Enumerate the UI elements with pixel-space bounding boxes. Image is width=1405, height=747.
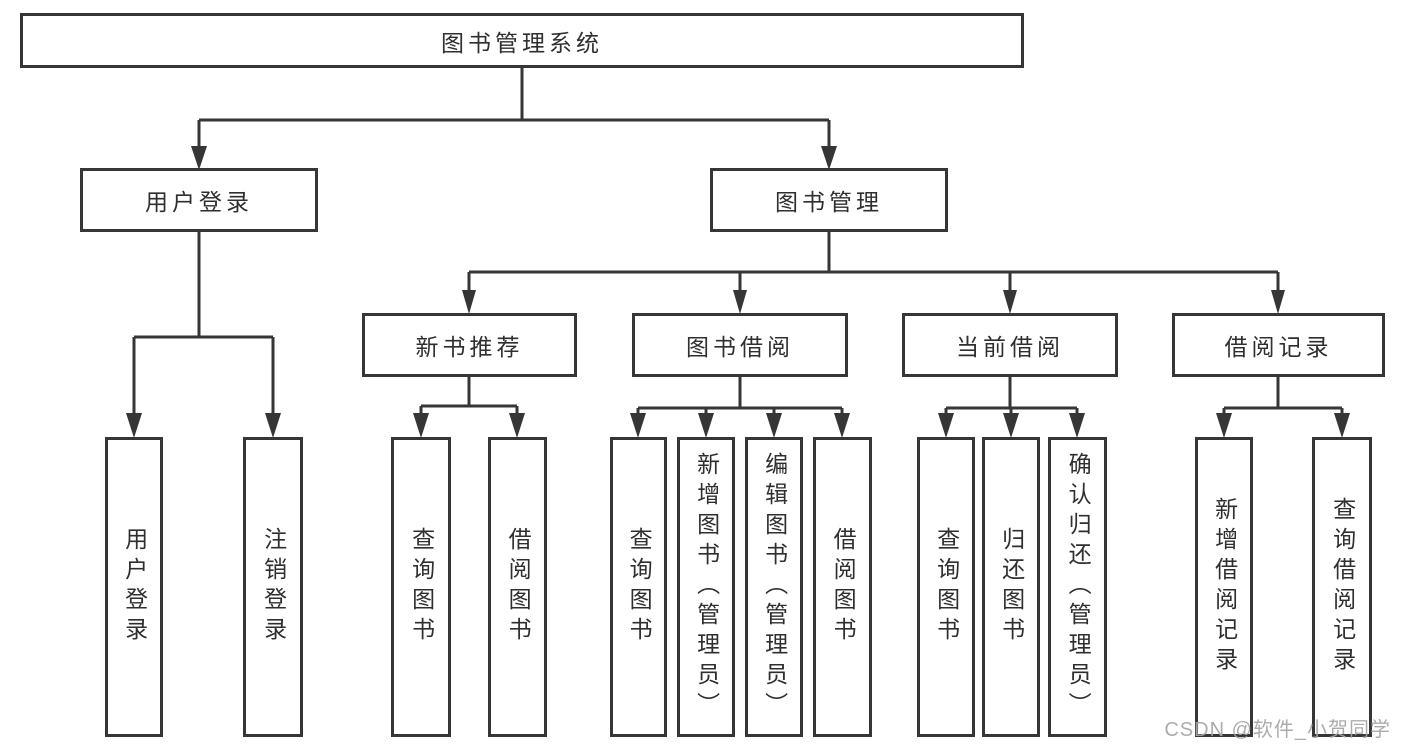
leaf-add-books-admin-label: 新增图书（管理员） — [693, 452, 720, 722]
leaf-query-books-current: 查询图书 — [917, 437, 975, 737]
leaf-add-borrow-record: 新增借阅记录 — [1195, 437, 1253, 737]
leaf-add-borrow-record-label: 新增借阅记录 — [1211, 497, 1238, 677]
node-user-login-branch-label: 用户登录 — [145, 189, 253, 215]
leaf-query-borrow-record: 查询借阅记录 — [1312, 437, 1372, 737]
leaf-query-borrow-record-label: 查询借阅记录 — [1329, 497, 1356, 677]
node-book-borrowing: 图书借阅 — [632, 313, 848, 377]
node-new-book-recommend-label: 新书推荐 — [415, 334, 524, 360]
node-user-login-branch: 用户登录 — [80, 168, 318, 232]
node-book-management: 图书管理 — [710, 168, 948, 232]
leaf-borrow-books-recommend: 借阅图书 — [488, 437, 547, 737]
leaf-query-books-borrowing-label: 查询图书 — [626, 527, 653, 647]
node-current-borrowing-label: 当前借阅 — [956, 334, 1064, 360]
leaf-query-books-borrowing: 查询图书 — [610, 437, 667, 737]
leaf-query-books-recommend: 查询图书 — [391, 437, 451, 737]
node-book-borrowing-label: 图书借阅 — [686, 334, 794, 360]
leaf-user-login: 用户登录 — [105, 437, 163, 737]
leaf-logout: 注销登录 — [243, 437, 303, 737]
leaf-confirm-return-admin-label: 确认归还（管理员） — [1065, 452, 1092, 722]
leaf-borrow-books-borrowing-label: 借阅图书 — [830, 527, 857, 647]
watermark: CSDN @软件_小贺同学 — [1164, 719, 1391, 741]
leaf-user-login-label: 用户登录 — [121, 527, 148, 647]
node-current-borrowing: 当前借阅 — [902, 313, 1118, 377]
leaf-edit-books-admin: 编辑图书（管理员） — [745, 437, 803, 737]
leaf-confirm-return-admin: 确认归还（管理员） — [1048, 437, 1107, 737]
node-library-system-label: 图书管理系统 — [441, 29, 603, 56]
leaf-borrow-books-borrowing: 借阅图书 — [813, 437, 872, 737]
leaf-add-books-admin: 新增图书（管理员） — [677, 437, 735, 737]
leaf-return-books: 归还图书 — [982, 437, 1040, 737]
leaf-borrow-books-recommend-label: 借阅图书 — [505, 527, 532, 647]
node-borrowing-records-label: 借阅记录 — [1224, 334, 1333, 360]
leaf-return-books-label: 归还图书 — [998, 527, 1025, 647]
node-book-management-label: 图书管理 — [775, 189, 883, 215]
node-borrowing-records: 借阅记录 — [1172, 313, 1385, 377]
leaf-query-books-recommend-label: 查询图书 — [408, 527, 435, 647]
node-new-book-recommend: 新书推荐 — [362, 313, 577, 377]
leaf-query-books-current-label: 查询图书 — [933, 527, 960, 647]
node-library-system: 图书管理系统 — [20, 13, 1024, 68]
leaf-edit-books-admin-label: 编辑图书（管理员） — [761, 452, 788, 722]
arrowhead-icons — [126, 146, 1350, 438]
leaf-logout-label: 注销登录 — [260, 527, 287, 647]
